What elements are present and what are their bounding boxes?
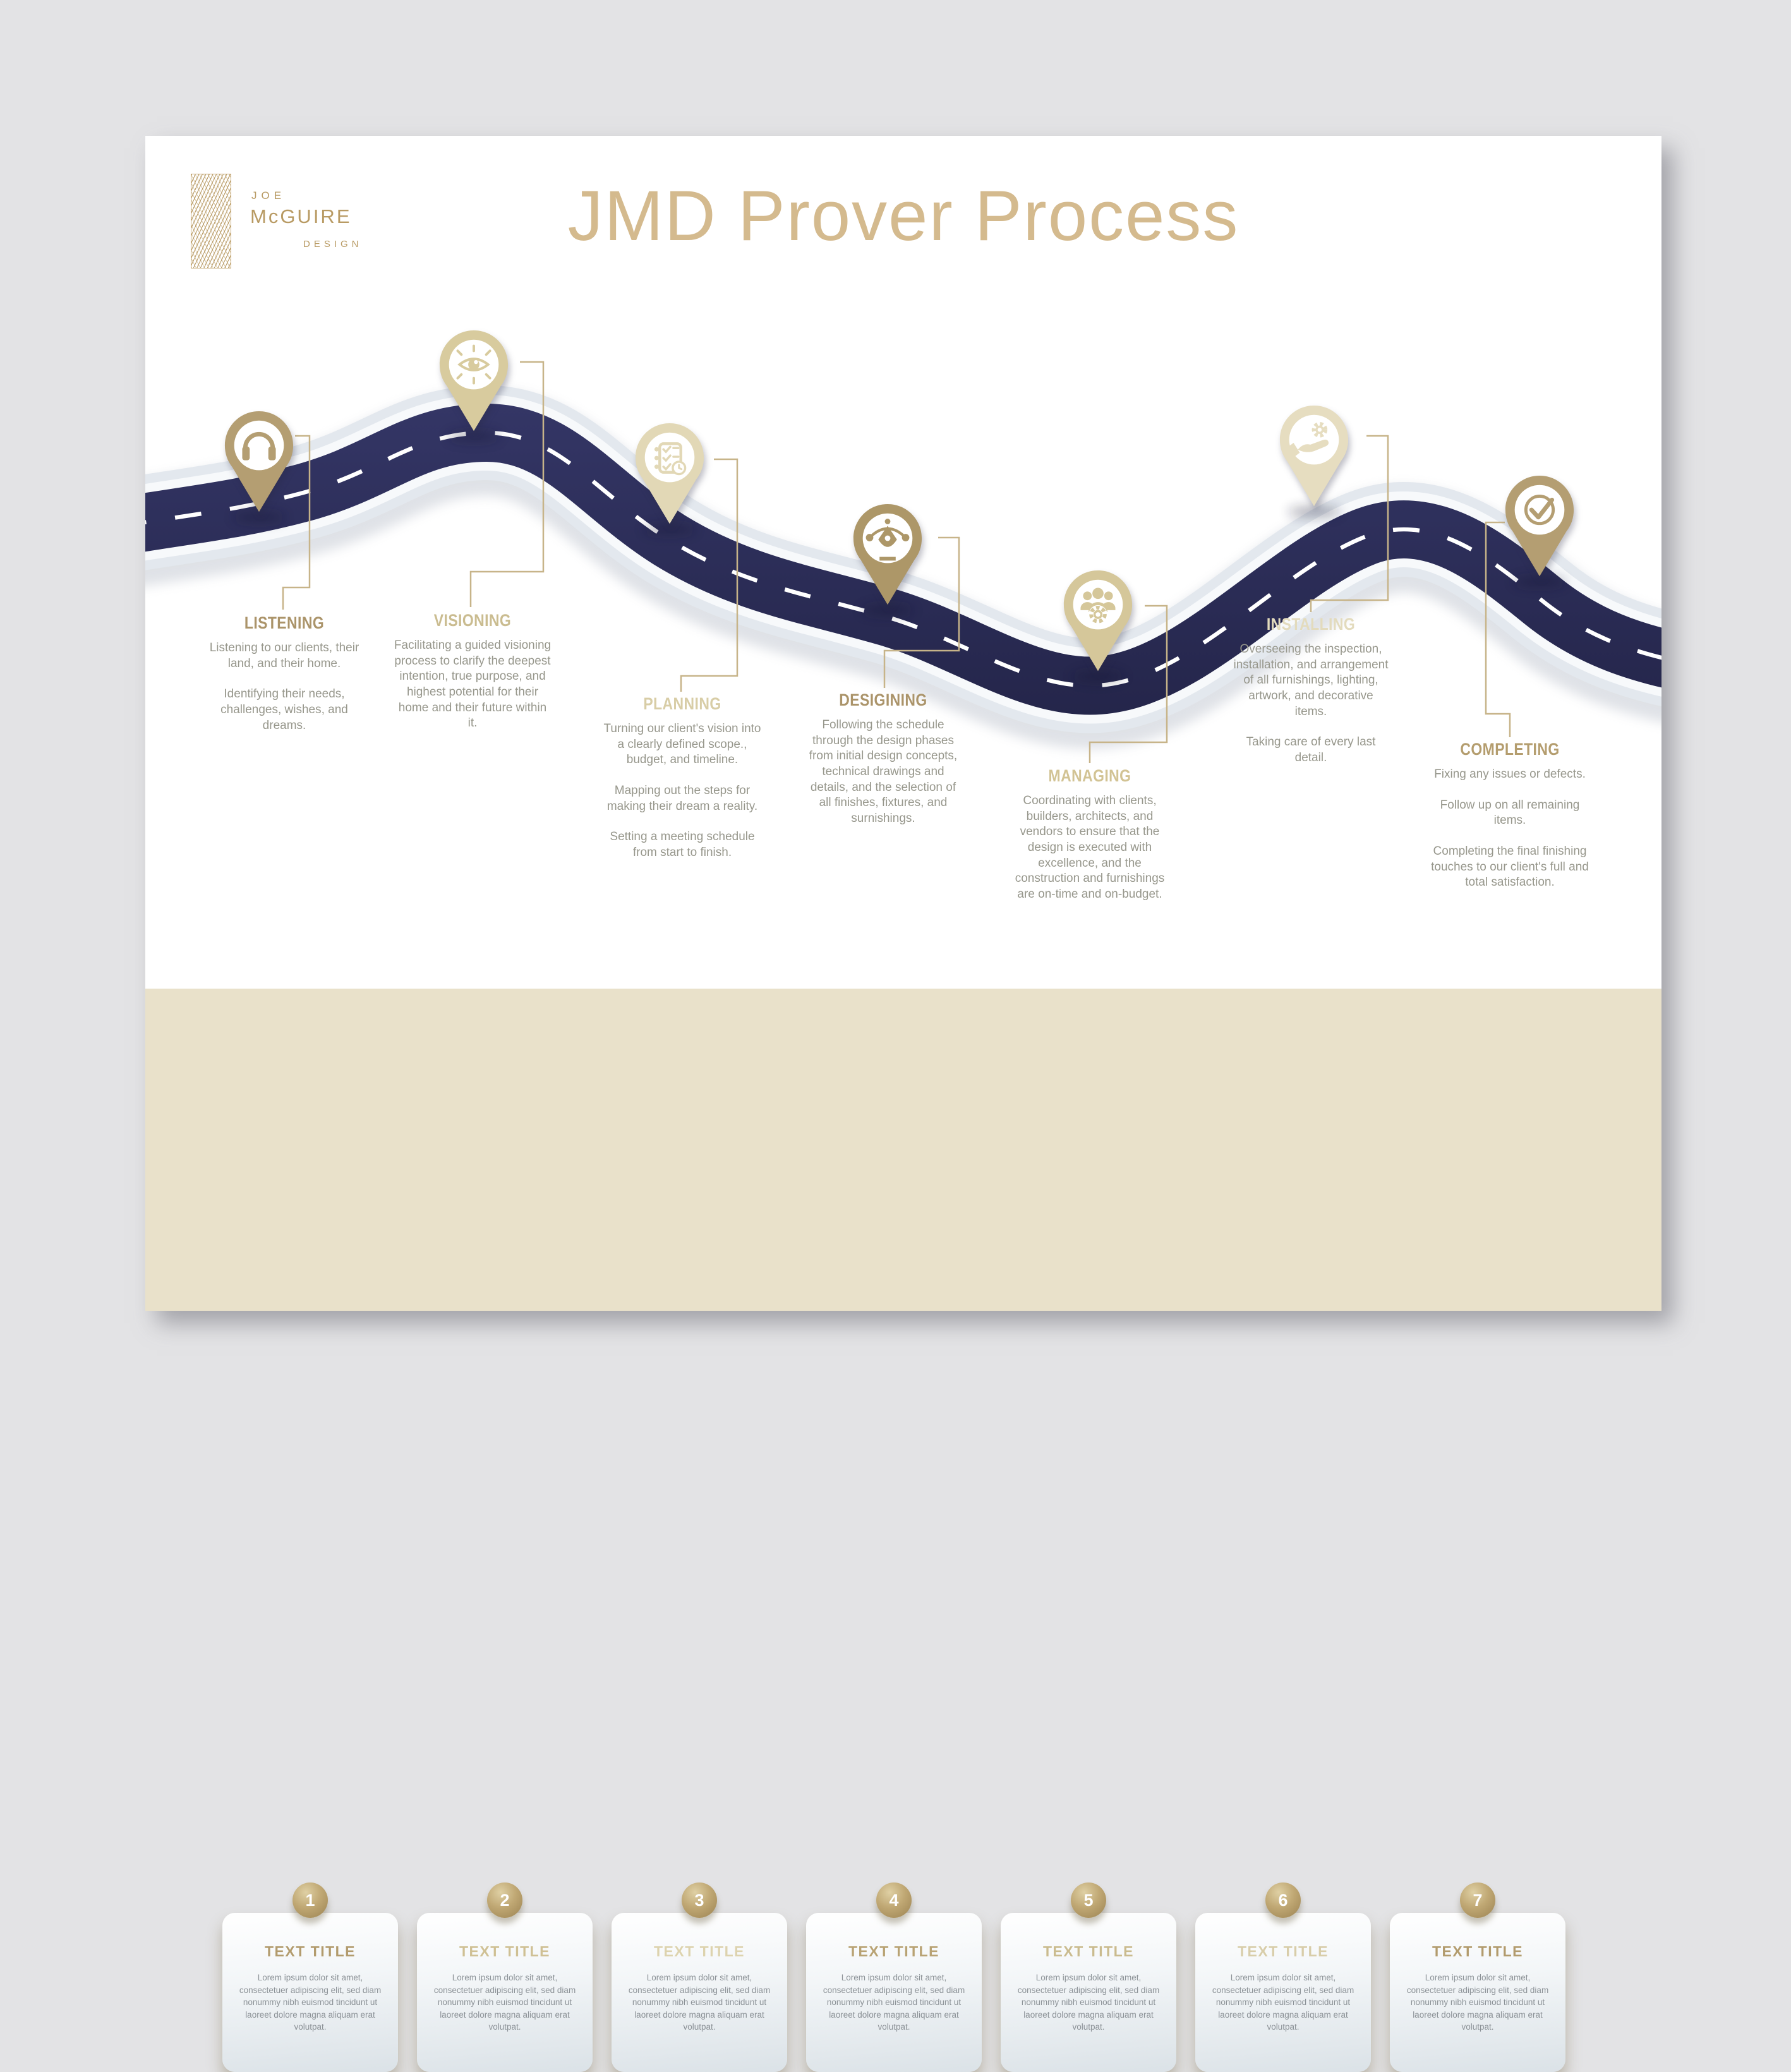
step-number-badge: 4 <box>876 1882 912 1918</box>
canvas-background: { "header": { "title": "JMD Prover Proce… <box>145 136 1661 2072</box>
stage-heading: COMPLETING <box>1460 740 1560 759</box>
step-number-badge: 1 <box>292 1882 328 1918</box>
bottom-band: 1 TEXT TITLE Lorem ipsum dolor sit amet,… <box>145 989 1661 2072</box>
stage-paragraph: Listening to our clients, their land, an… <box>209 641 359 670</box>
installing-pin <box>1277 404 1351 509</box>
pen-tool-icon <box>865 519 910 561</box>
step-number-badge: 5 <box>1071 1882 1106 1918</box>
step-number-badge: 3 <box>682 1882 717 1918</box>
check-circle-icon <box>1524 494 1555 526</box>
stage-block-planning: PLANNING Turning our client's vision int… <box>603 694 761 861</box>
stage-paragraph: Completing the final finishing touches t… <box>1431 845 1589 889</box>
completing-pin <box>1502 474 1577 579</box>
eye-icon <box>456 344 491 385</box>
stage-paragraph: Coordinating with clients, builders, arc… <box>1015 794 1165 901</box>
card-title: TEXT TITLE <box>1432 1943 1524 1960</box>
page-title: JMD Prover Process <box>567 176 1239 255</box>
stage-paragraph: Following the schedule through the desig… <box>809 718 958 826</box>
stage-block-installing: INSTALLING Overseeing the inspection, in… <box>1232 615 1390 766</box>
card-body: Lorem ipsum dolor sit amet, consectetuer… <box>823 1973 965 2032</box>
stage-heading: INSTALLING <box>1266 615 1356 634</box>
stage-paragraph: Facilitating a guided visioning process … <box>394 639 552 730</box>
stage-block-designing: DESIGINING Following the schedule throug… <box>804 690 962 827</box>
card-body: Lorem ipsum dolor sit amet, consectetuer… <box>433 1973 576 2032</box>
step-number-badge: 7 <box>1460 1882 1495 1918</box>
pin-tip-shadows <box>232 431 1566 682</box>
stage-block-managing: MANAGING Coordinating with clients, buil… <box>1011 766 1169 903</box>
stage-heading: MANAGING <box>1048 766 1131 785</box>
stage-paragraph: Setting a meeting schedule from start to… <box>610 830 755 860</box>
step-card-7: 7 TEXT TITLE Lorem ipsum dolor sit amet,… <box>1390 1882 1565 2072</box>
card-title: TEXT TITLE <box>1237 1943 1329 1960</box>
step-card-1: 1 TEXT TITLE Lorem ipsum dolor sit amet,… <box>222 1882 398 2072</box>
stage-paragraph: Taking care of every last detail. <box>1246 735 1376 765</box>
poster: JOE McGUIRE DESIGN JMD Prover Process <box>145 136 1661 2072</box>
hand-gear-icon <box>1288 422 1329 457</box>
stage-heading: LISTENING <box>244 613 325 632</box>
step-card-4: 4 TEXT TITLE Lorem ipsum dolor sit amet,… <box>806 1882 982 2072</box>
stage-paragraph: Turning our client's vision into a clear… <box>603 722 761 767</box>
stage-block-visioning: VISIONING Facilitating a guided visionin… <box>394 611 552 732</box>
connector-completing <box>1485 521 1511 737</box>
step-card-5: 5 TEXT TITLE Lorem ipsum dolor sit amet,… <box>1001 1882 1176 2072</box>
managing-pin <box>1061 569 1135 674</box>
card-body: Lorem ipsum dolor sit amet, consectetuer… <box>1212 1973 1354 2032</box>
stage-paragraph: Fixing any issues or defects. <box>1434 768 1586 781</box>
logo-pattern-icon <box>191 174 231 268</box>
step-card-2: 2 TEXT TITLE Lorem ipsum dolor sit amet,… <box>417 1882 593 2072</box>
stage-block-completing: COMPLETING Fixing any issues or defects.… <box>1431 740 1589 891</box>
connector-designing <box>883 536 960 688</box>
card-body: Lorem ipsum dolor sit amet, consectetuer… <box>1406 1973 1549 2032</box>
connector-visioning <box>469 361 545 607</box>
logo-word-joe: JOE <box>251 190 286 202</box>
visioning-pin <box>437 328 511 434</box>
card-body: Lorem ipsum dolor sit amet, consectetuer… <box>628 1973 771 2032</box>
stage-heading: VISIONING <box>433 611 512 630</box>
stage-paragraph: Identifying their needs, challenges, wis… <box>220 687 348 732</box>
card-title: TEXT TITLE <box>653 1943 745 1960</box>
stage-paragraph: Mapping out the steps for making their d… <box>606 784 758 813</box>
connector-listening <box>282 435 311 610</box>
card-row: 1 TEXT TITLE Lorem ipsum dolor sit amet,… <box>222 1882 1565 2072</box>
card-title: TEXT TITLE <box>264 1943 356 1960</box>
connector-lines <box>282 361 1511 763</box>
connector-planning <box>680 458 739 692</box>
stage-heading: PLANNING <box>643 694 721 713</box>
card-title: TEXT TITLE <box>848 1943 940 1960</box>
road-map <box>145 361 1661 763</box>
team-gear-icon <box>1080 587 1116 624</box>
listening-pin <box>222 409 296 515</box>
stage-block-listening: LISTENING Listening to our clients, thei… <box>205 613 363 733</box>
logo-word-mcguire: McGUIRE <box>250 205 352 227</box>
card-body: Lorem ipsum dolor sit amet, consectetuer… <box>1017 1973 1160 2032</box>
logo-word-design: DESIGN <box>303 239 363 250</box>
step-card-3: 3 TEXT TITLE Lorem ipsum dolor sit amet,… <box>612 1882 787 2072</box>
card-title: TEXT TITLE <box>1042 1943 1135 1960</box>
stage-heading: DESIGINING <box>839 690 927 709</box>
stage-paragraph: Follow up on all remaining items. <box>1440 798 1580 828</box>
stage-paragraph: Overseeing the inspection, installation,… <box>1233 642 1389 718</box>
step-card-6: 6 TEXT TITLE Lorem ipsum dolor sit amet,… <box>1195 1882 1371 2072</box>
checklist-icon <box>654 442 687 476</box>
headphones-icon <box>242 431 276 461</box>
planning-pin <box>632 421 707 527</box>
designing-pin <box>850 502 925 608</box>
step-number-badge: 6 <box>1265 1882 1301 1918</box>
connector-managing <box>1088 605 1168 763</box>
card-title: TEXT TITLE <box>459 1943 551 1960</box>
step-number-badge: 2 <box>487 1882 522 1918</box>
card-body: Lorem ipsum dolor sit amet, consectetuer… <box>239 1973 382 2032</box>
company-logo: JOE McGUIRE DESIGN <box>186 172 395 274</box>
connector-installing <box>1310 435 1389 612</box>
